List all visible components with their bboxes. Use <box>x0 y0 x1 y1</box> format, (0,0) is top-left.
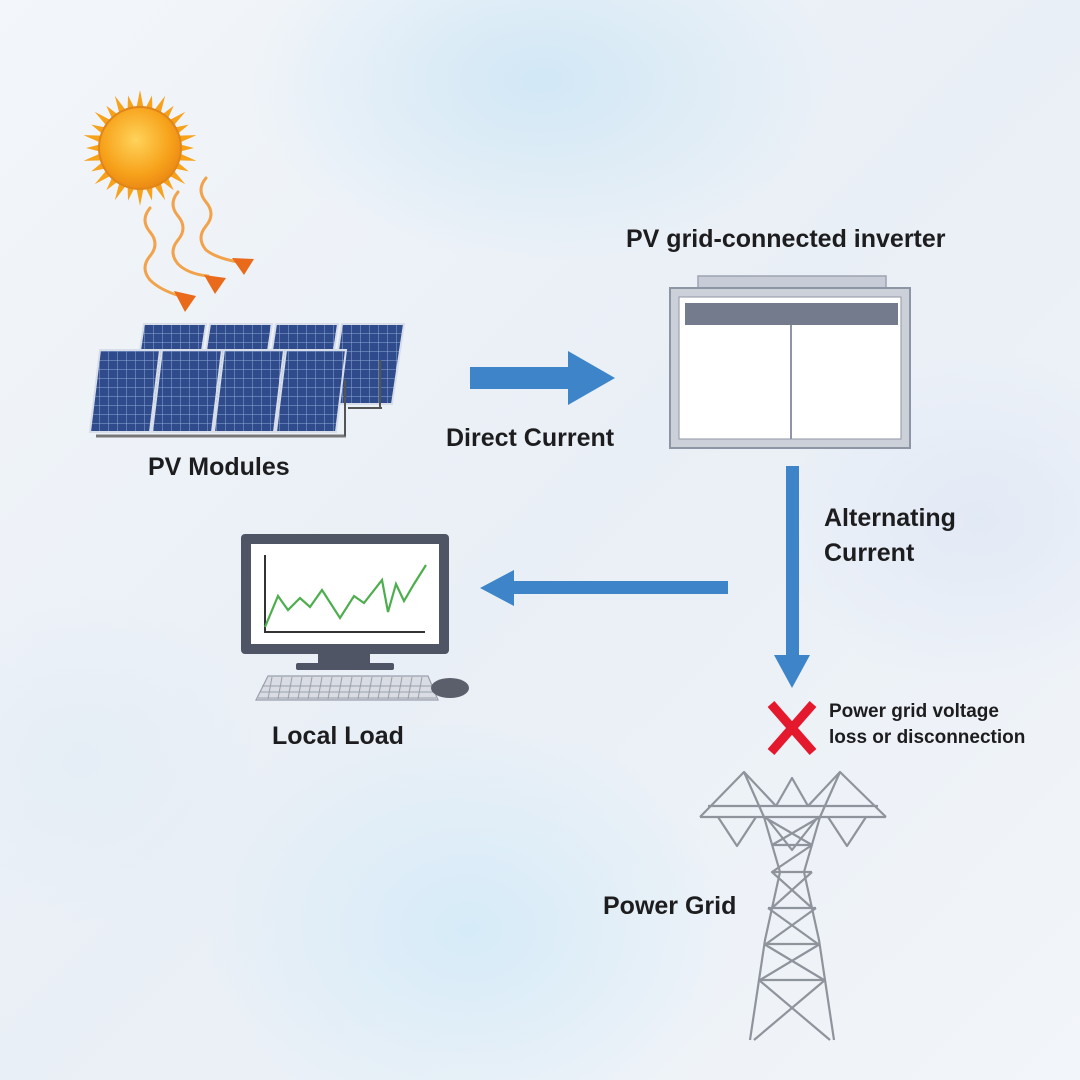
inverter-label: PV grid-connected inverter <box>626 225 946 253</box>
power-grid-label: Power Grid <box>603 892 737 920</box>
fault-cross-icon <box>767 701 817 755</box>
fault-label-line2: loss or disconnection <box>829 727 1026 748</box>
fault-label-line1: Power grid voltage <box>829 701 999 722</box>
load-trend-line <box>263 564 427 628</box>
alternating-current-label-line2: Current <box>824 539 915 567</box>
sunlight-rays-icon <box>143 176 240 298</box>
direct-current-label: Direct Current <box>446 424 615 452</box>
pv-modules-label: PV Modules <box>148 453 290 481</box>
local-load-arrow <box>480 570 728 606</box>
alternating-current-down-arrow <box>774 466 810 688</box>
pv-modules-icon <box>88 323 406 438</box>
sun-icon <box>83 90 197 206</box>
power-tower-icon <box>699 770 887 1041</box>
sunlight-arrowheads <box>174 258 254 312</box>
mouse-icon <box>431 678 469 698</box>
inverter-icon <box>669 275 911 449</box>
direct-current-arrow <box>470 351 615 405</box>
keyboard-icon <box>255 675 439 701</box>
local-load-label: Local Load <box>272 722 404 750</box>
local-load-computer-icon <box>241 534 469 701</box>
alternating-current-label-line1: Alternating <box>824 504 956 532</box>
